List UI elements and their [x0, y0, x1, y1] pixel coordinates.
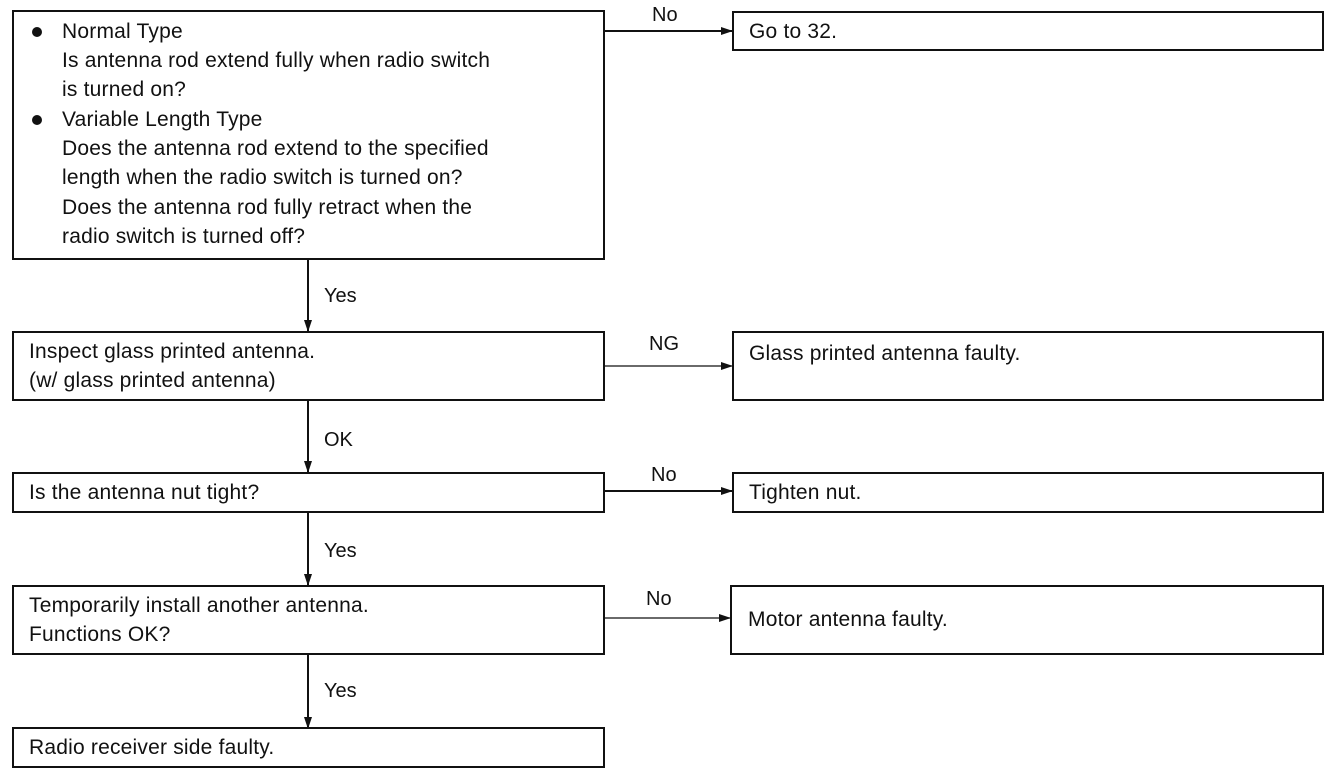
edge-label-yes: Yes — [324, 285, 357, 307]
question-box-another-antenna: Temporarily install another antenna. Fun… — [12, 585, 605, 655]
edge-label-ng: NG — [649, 333, 679, 355]
result-box-radio-receiver-faulty: Radio receiver side faulty. — [12, 727, 605, 768]
normal-type-question-line1: Is antenna rod extend fully when radio s… — [62, 49, 491, 72]
normal-type-heading: Normal Type — [62, 20, 183, 43]
result-text: Glass printed antenna faulty. — [749, 342, 1021, 365]
edge-label-yes: Yes — [324, 680, 357, 702]
question-box-rod-extend: Normal Type Is antenna rod extend fully … — [12, 10, 605, 260]
result-box-go-to-32: Go to 32. — [732, 11, 1324, 51]
bullet-icon — [32, 27, 42, 37]
variable-type-question2-line1: Does the antenna rod fully retract when … — [62, 196, 473, 219]
question-text: Is the antenna nut tight? — [29, 481, 260, 504]
result-text: Tighten nut. — [749, 481, 862, 504]
question-box-antenna-nut: Is the antenna nut tight? — [12, 472, 605, 513]
question-line1: Inspect glass printed antenna. — [29, 340, 316, 363]
result-text: Motor antenna faulty. — [748, 608, 948, 631]
edge-label-yes: Yes — [324, 540, 357, 562]
question-box-glass-antenna: Inspect glass printed antenna. (w/ glass… — [12, 331, 605, 401]
result-box-tighten-nut: Tighten nut. — [732, 472, 1324, 513]
edge-label-no: No — [651, 464, 677, 486]
variable-type-heading: Variable Length Type — [62, 108, 263, 131]
edge-label-no: No — [646, 588, 672, 610]
result-box-glass-antenna-faulty: Glass printed antenna faulty. — [732, 331, 1324, 401]
normal-type-question-line2: is turned on? — [62, 78, 187, 101]
variable-type-question1-line2: length when the radio switch is turned o… — [62, 166, 463, 189]
result-box-motor-antenna-faulty: Motor antenna faulty. — [730, 585, 1324, 655]
result-text: Radio receiver side faulty. — [29, 736, 275, 759]
question-line1: Temporarily install another antenna. — [29, 594, 369, 617]
variable-type-question2-line2: radio switch is turned off? — [62, 225, 306, 248]
variable-type-question1-line1: Does the antenna rod extend to the speci… — [62, 137, 489, 160]
edge-label-no: No — [652, 4, 678, 26]
result-text: Go to 32. — [749, 20, 838, 43]
edge-label-ok: OK — [324, 429, 353, 451]
question-line2: (w/ glass printed antenna) — [29, 369, 276, 392]
bullet-icon — [32, 115, 42, 125]
question-line2: Functions OK? — [29, 623, 171, 646]
